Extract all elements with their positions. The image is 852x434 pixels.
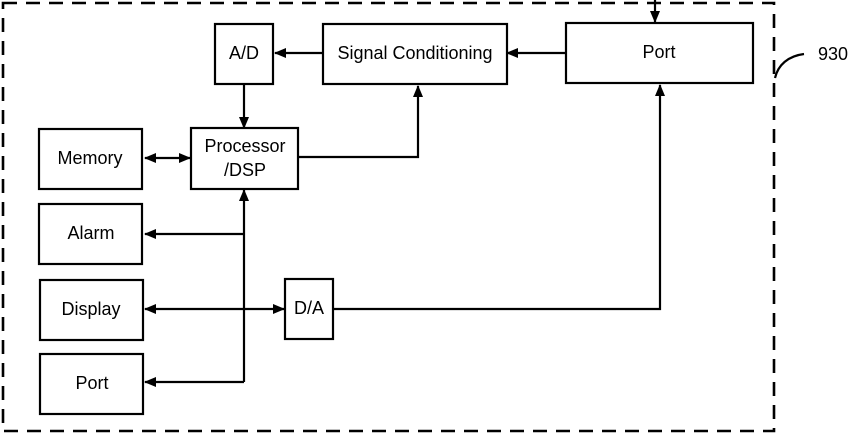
processor-to-signal-arrow <box>298 86 418 157</box>
signal-conditioning-label: Signal Conditioning <box>337 43 492 63</box>
da-block: D/A <box>285 279 333 339</box>
memory-label: Memory <box>57 148 122 168</box>
ad-label: A/D <box>229 43 259 63</box>
alarm-label: Alarm <box>67 223 114 243</box>
processor-label-line2: /DSP <box>224 160 266 180</box>
memory-block: Memory <box>39 129 142 189</box>
port-bottom-block: Port <box>40 354 143 414</box>
port-bottom-label: Port <box>75 373 108 393</box>
reference-number: 930 <box>818 44 848 64</box>
signal-conditioning-block: Signal Conditioning <box>323 24 507 84</box>
processor-label-line1: Processor <box>204 136 285 156</box>
display-label: Display <box>61 299 120 319</box>
port-top-label: Port <box>642 42 675 62</box>
display-block: Display <box>40 280 143 340</box>
ad-block: A/D <box>215 24 273 84</box>
reference-leader <box>775 54 804 78</box>
processor-block: Processor /DSP <box>191 128 298 189</box>
port-top-block: Port <box>566 23 753 83</box>
da-to-port-arrow <box>333 85 660 309</box>
alarm-block: Alarm <box>39 204 142 264</box>
da-label: D/A <box>294 298 324 318</box>
